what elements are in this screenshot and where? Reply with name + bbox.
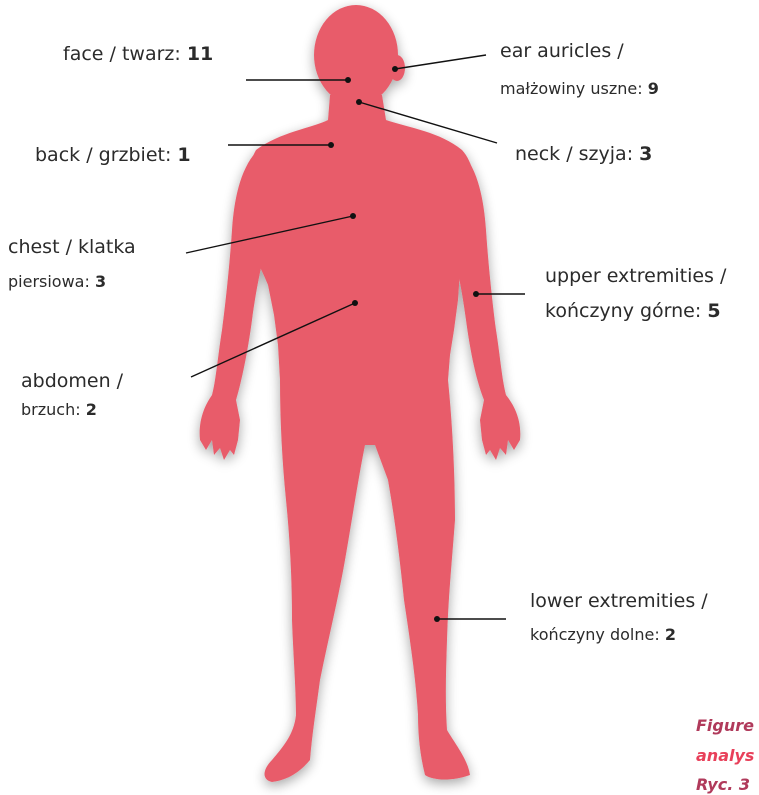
upper-dot xyxy=(473,291,479,297)
back-label-text: back / grzbiet: xyxy=(35,144,177,166)
lower-label-line2: kończyny dolne: 2 xyxy=(530,625,676,644)
head-shape xyxy=(314,5,398,105)
back-dot xyxy=(328,142,334,148)
chest-label-line1: chest / klatka xyxy=(8,236,136,259)
upper-label-text: kończyny górne: xyxy=(545,300,707,322)
lower-count: 2 xyxy=(665,625,676,644)
chest-label-text: piersiowa: xyxy=(8,272,95,291)
lower-dot xyxy=(434,616,440,622)
back-label: back / grzbiet: 1 xyxy=(35,144,191,167)
abdomen-label-line1: abdomen / xyxy=(21,370,123,393)
face-label-text: face / twarz: xyxy=(63,43,187,65)
ear-label-line1: ear auricles / xyxy=(500,40,624,63)
upper-label-line1: upper extremities / xyxy=(545,265,726,288)
lower-label-text: kończyny dolne: xyxy=(530,625,665,644)
ear-label-line2: małżowiny uszne: 9 xyxy=(500,79,659,98)
chest-dot xyxy=(350,213,356,219)
face-dot xyxy=(345,77,351,83)
left-arm-shape xyxy=(200,152,268,460)
neck-dot xyxy=(356,99,362,105)
abdomen-count: 2 xyxy=(86,400,97,419)
neck-label-text: neck / szyja: xyxy=(515,143,639,165)
torso-legs-shape xyxy=(244,95,477,782)
figure-caption-line3: Ryc. 3 xyxy=(696,775,750,794)
upper-count: 5 xyxy=(707,300,720,322)
ear-count: 9 xyxy=(648,79,659,98)
face-label: face / twarz: 11 xyxy=(63,43,213,66)
chest-label-line2: piersiowa: 3 xyxy=(8,272,106,291)
lower-label-line1: lower extremities / xyxy=(530,590,708,613)
abdomen-label-line2: brzuch: 2 xyxy=(21,400,97,419)
ear-leader xyxy=(395,55,486,69)
ear-label-text: małżowiny uszne: xyxy=(500,79,648,98)
abdomen-label-text: brzuch: xyxy=(21,400,86,419)
abdomen-dot xyxy=(352,300,358,306)
neck-label: neck / szyja: 3 xyxy=(515,143,652,166)
face-count: 11 xyxy=(187,43,213,65)
figure-caption-line2: analys xyxy=(696,746,754,765)
chest-count: 3 xyxy=(95,272,106,291)
figure-caption-line1: Figure xyxy=(696,716,754,735)
ear-dot xyxy=(392,66,398,72)
back-count: 1 xyxy=(177,144,190,166)
right-arm-shape xyxy=(450,152,520,460)
neck-count: 3 xyxy=(639,143,652,165)
upper-label-line2: kończyny górne: 5 xyxy=(545,300,721,323)
